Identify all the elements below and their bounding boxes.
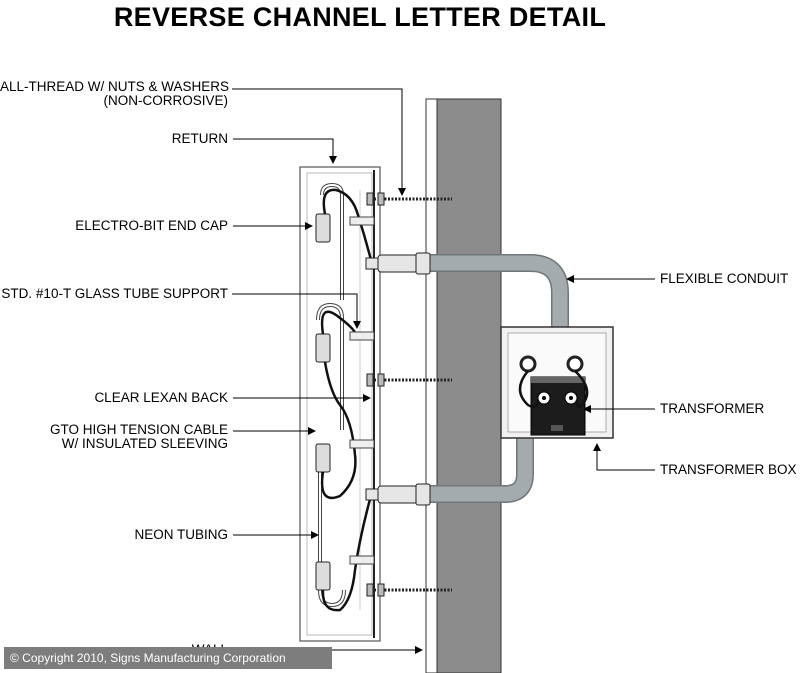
tube-support-label: STD. #10-T GLASS TUBE SUPPORT [1, 286, 228, 301]
flexible-conduit [430, 254, 569, 503]
gto-cable-label: GTO HIGH TENSION CABLE W/ INSULATED SLEE… [49, 422, 228, 451]
transformer-box-label: TRANSFORMER BOX [660, 462, 797, 477]
return-label: RETURN [171, 131, 228, 146]
all-thread-rods [366, 192, 452, 597]
copyright-banner: © Copyright 2010, Signs Manufacturing Co… [4, 647, 332, 669]
end-cap-label: ELECTRO-BIT END CAP [75, 218, 228, 233]
tube-supports [349, 216, 375, 565]
lexan-back-label: CLEAR LEXAN BACK [94, 390, 228, 405]
conduit-fittings [365, 252, 431, 506]
flexible-conduit-label: FLEXIBLE CONDUIT [660, 271, 789, 286]
neon-tubing-label: NEON TUBING [134, 527, 228, 542]
diagram-title: REVERSE CHANNEL LETTER DETAIL [113, 2, 607, 32]
transformer [518, 370, 589, 436]
transformer-label: TRANSFORMER [660, 401, 765, 416]
all-thread-label: ALL-THREAD W/ NUTS & WASHERS (NON-CORROS… [0, 79, 230, 108]
wall [425, 98, 502, 673]
